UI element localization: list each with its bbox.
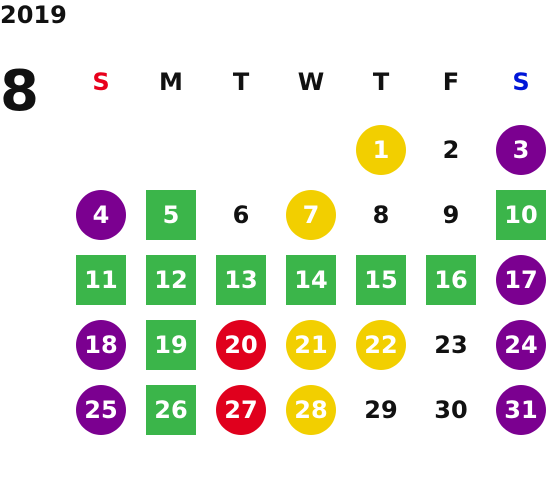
day-cell[interactable]: 20 bbox=[216, 320, 266, 370]
day-cell[interactable]: 15 bbox=[356, 255, 406, 305]
day-cell[interactable]: 6 bbox=[232, 201, 250, 229]
day-cell[interactable]: 16 bbox=[426, 255, 476, 305]
day-cell[interactable]: 27 bbox=[216, 385, 266, 435]
day-cell[interactable]: 31 bbox=[496, 385, 546, 435]
weekday-label: S bbox=[92, 68, 110, 96]
year-label: 2019 bbox=[0, 1, 67, 29]
day-cell[interactable]: 25 bbox=[76, 385, 126, 435]
day-cell[interactable]: 9 bbox=[442, 201, 460, 229]
day-cell[interactable]: 11 bbox=[76, 255, 126, 305]
day-cell[interactable]: 19 bbox=[146, 320, 196, 370]
day-cell[interactable]: 4 bbox=[76, 190, 126, 240]
day-cell[interactable]: 28 bbox=[286, 385, 336, 435]
day-cell[interactable]: 7 bbox=[286, 190, 336, 240]
day-cell[interactable]: 10 bbox=[496, 190, 546, 240]
weekday-label: T bbox=[372, 68, 390, 96]
day-cell[interactable]: 30 bbox=[434, 396, 468, 424]
weekday-label: F bbox=[442, 68, 460, 96]
day-cell[interactable]: 14 bbox=[286, 255, 336, 305]
day-cell[interactable]: 13 bbox=[216, 255, 266, 305]
weekday-label: M bbox=[159, 68, 183, 96]
day-cell[interactable]: 18 bbox=[76, 320, 126, 370]
day-cell[interactable]: 1 bbox=[356, 125, 406, 175]
day-cell[interactable]: 3 bbox=[496, 125, 546, 175]
month-label: 8 bbox=[0, 59, 39, 124]
weekday-label: W bbox=[297, 68, 325, 96]
weekday-label: T bbox=[232, 68, 250, 96]
day-cell[interactable]: 24 bbox=[496, 320, 546, 370]
day-cell[interactable]: 21 bbox=[286, 320, 336, 370]
weekday-label: S bbox=[512, 68, 530, 96]
day-cell[interactable]: 29 bbox=[364, 396, 398, 424]
day-cell[interactable]: 26 bbox=[146, 385, 196, 435]
day-cell[interactable]: 12 bbox=[146, 255, 196, 305]
day-cell[interactable]: 8 bbox=[372, 201, 390, 229]
day-cell[interactable]: 2 bbox=[442, 136, 460, 164]
day-cell[interactable]: 23 bbox=[434, 331, 468, 359]
day-cell[interactable]: 22 bbox=[356, 320, 406, 370]
day-cell[interactable]: 5 bbox=[146, 190, 196, 240]
day-cell[interactable]: 17 bbox=[496, 255, 546, 305]
